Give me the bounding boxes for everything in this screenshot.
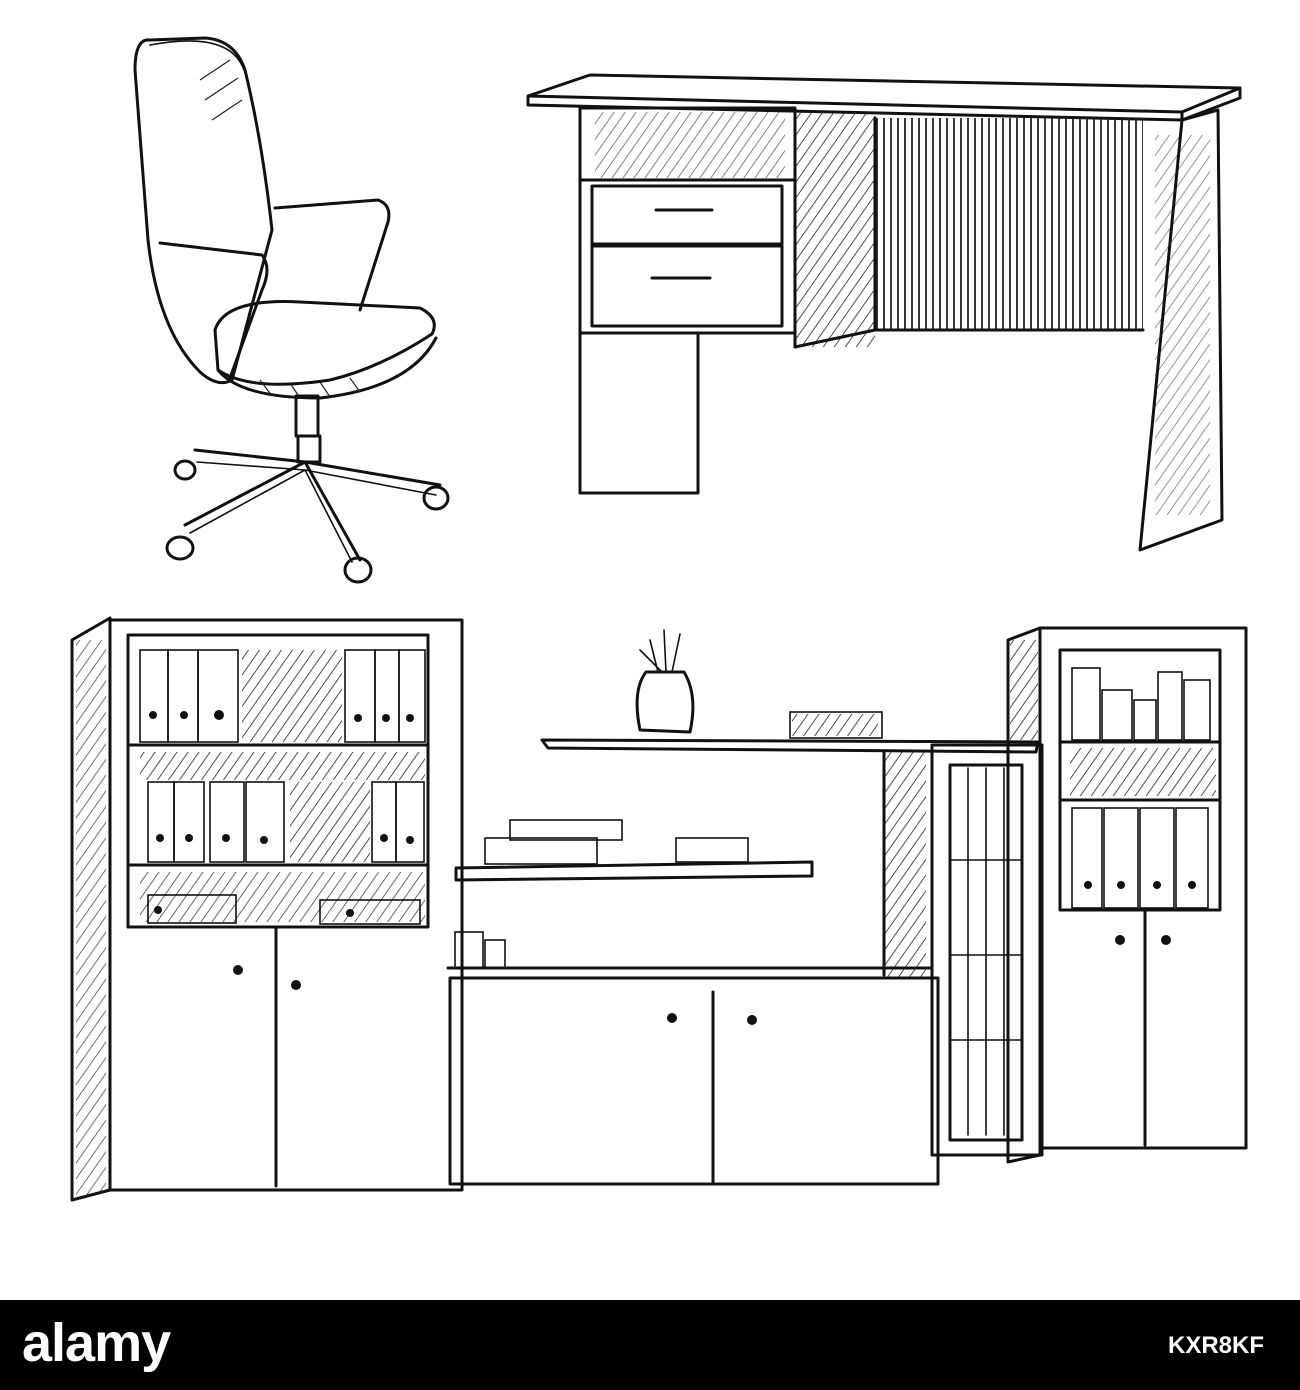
alamy-logo: alamy	[22, 1313, 171, 1373]
stock-image-id: KXR8KF	[1167, 1332, 1264, 1359]
office-chair	[133, 36, 450, 584]
furniture-sketch	[70, 36, 1248, 1202]
office-desk	[526, 73, 1242, 552]
wall-unit	[70, 616, 1248, 1202]
watermark-bar: alamy KXR8KF	[0, 1300, 1300, 1390]
